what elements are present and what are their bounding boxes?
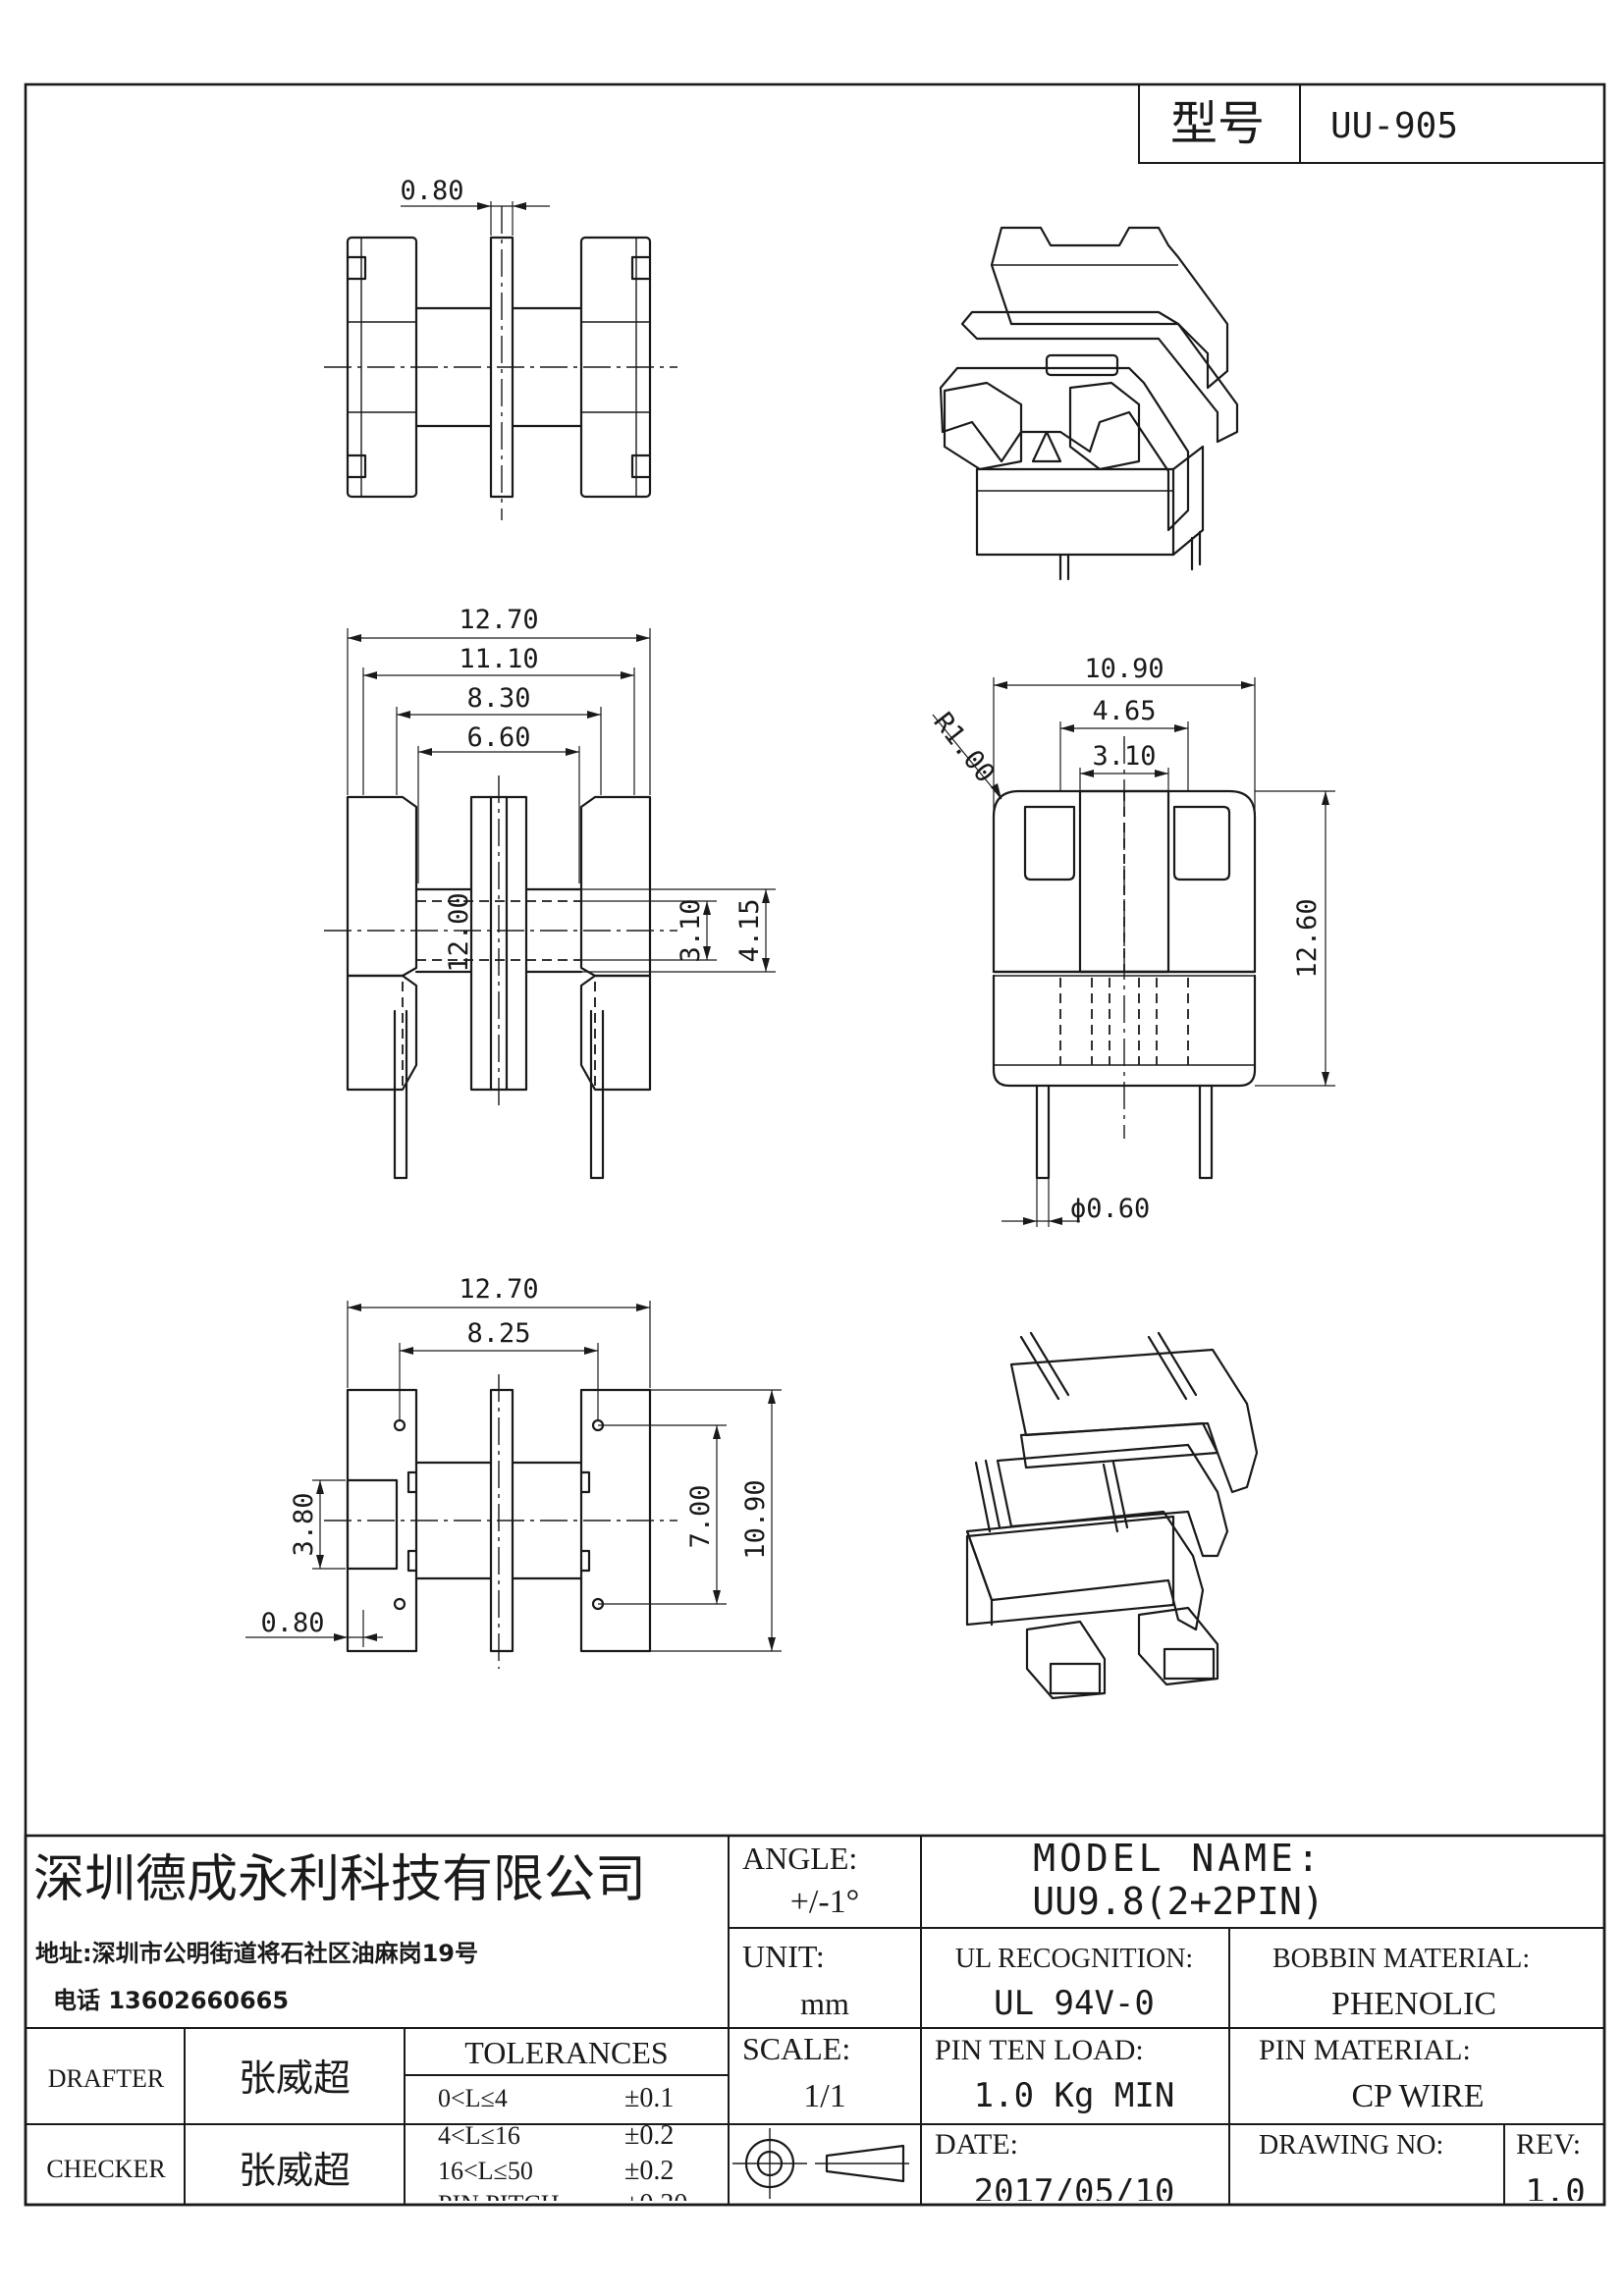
tolerance-value-0: ±0.1 — [624, 2083, 674, 2113]
tolerance-range-1: 4<L≤16 — [438, 2121, 520, 2150]
dim-bottom-3.80: 3.80 — [289, 1492, 319, 1556]
dim-front-3.10: 3.10 — [676, 898, 706, 962]
pin-material-label: PIN MATERIAL: — [1259, 2034, 1471, 2066]
dim-bottom-10.90: 10.90 — [740, 1479, 771, 1559]
pin-load-value: 1.0 Kg MIN — [974, 2076, 1175, 2115]
dim-side-radius: R1.00 — [927, 707, 1000, 788]
bobbin-value: PHENOLIC — [1331, 1986, 1496, 2022]
checker-name: 张威超 — [239, 2149, 351, 2192]
dim-side-3.10: 3.10 — [1092, 741, 1156, 772]
rev-label: REV: — [1516, 2128, 1581, 2161]
dim-side-4.65: 4.65 — [1092, 696, 1156, 726]
dim-front-12.00: 12.00 — [444, 892, 474, 972]
ul-label: UL RECOGNITION: — [955, 1944, 1193, 1974]
drafter-label: DRAFTER — [48, 2064, 165, 2093]
model-name-label: MODEL NAME: — [1033, 1837, 1324, 1880]
scale-value: 1/1 — [803, 2078, 845, 2114]
pin-material-value: CP WIRE — [1351, 2078, 1484, 2114]
model-value: UU-905 — [1330, 106, 1458, 146]
projection-symbol — [732, 2128, 909, 2199]
dim-bottom-0.80: 0.80 — [260, 1608, 324, 1638]
dim-front-4.15: 4.15 — [734, 898, 765, 962]
tolerance-range-2: 16<L≤50 — [438, 2157, 533, 2185]
dim-front-12.70: 12.70 — [459, 605, 538, 635]
unit-value: mm — [800, 1986, 849, 2021]
angle-value: +/-1° — [790, 1884, 860, 1920]
company-phone: 电话 13602660665 — [53, 1987, 289, 2014]
tolerance-range-3: PIN PITCH — [438, 2190, 560, 2218]
dim-top-0.80: 0.80 — [400, 176, 463, 206]
dim-side-pin-dia: ϕ0.60 — [1070, 1194, 1150, 1224]
dim-front-11.10: 11.10 — [459, 644, 538, 674]
dim-front-6.60: 6.60 — [466, 722, 530, 753]
dim-bottom-8.25: 8.25 — [466, 1318, 530, 1349]
tolerance-range-0: 0<L≤4 — [438, 2084, 508, 2112]
iso-view-top — [939, 226, 1239, 581]
checker-label: CHECKER — [46, 2155, 166, 2183]
dim-front-8.30: 8.30 — [466, 683, 530, 714]
side-view: 10.90 4.65 3.10 R1.00 12.60 ϕ0.60 — [927, 654, 1335, 1227]
dim-bottom-12.70: 12.70 — [459, 1274, 538, 1305]
drafter-name: 张威超 — [239, 2056, 351, 2100]
scale-label: SCALE: — [742, 2031, 850, 2066]
rev-value: 1.0 — [1525, 2172, 1585, 2212]
company-name: 深圳德成永利科技有限公司 — [33, 1850, 646, 1909]
dim-bottom-7.00: 7.00 — [685, 1484, 716, 1548]
bobbin-label: BOBBIN MATERIAL: — [1272, 1944, 1530, 1974]
title-block: 深圳德成永利科技有限公司 地址:深圳市公明街道将石社区油麻岗19号 电话 136… — [24, 1834, 1606, 2219]
dim-side-10.90: 10.90 — [1084, 654, 1164, 684]
model-label: 型号 — [1170, 96, 1265, 151]
tolerances-label: TOLERANCES — [464, 2035, 668, 2070]
pin-load-label: PIN TEN LOAD: — [935, 2034, 1144, 2066]
bottom-view: 12.70 8.25 3.80 7.00 10.90 — [245, 1274, 782, 1669]
date-label: DATE: — [935, 2128, 1018, 2161]
front-view: 12.70 11.10 8.30 6.60 3.10 4.15 12. — [324, 605, 776, 1180]
tolerance-value-2: ±0.2 — [624, 2156, 674, 2186]
tolerance-value-3: ±0.30 — [624, 2189, 687, 2219]
model-header: 型号 UU-905 — [1138, 83, 1605, 164]
top-view: 0.80 — [324, 176, 677, 520]
drawing-no-label: DRAWING NO: — [1259, 2130, 1443, 2161]
model-name-value: UU9.8(2+2PIN) — [1032, 1880, 1324, 1923]
tolerance-value-1: ±0.2 — [624, 2120, 674, 2151]
angle-label: ANGLE: — [742, 1841, 857, 1876]
dim-side-12.60: 12.60 — [1292, 898, 1323, 978]
unit-label: UNIT: — [742, 1939, 825, 1974]
company-address: 地址:深圳市公明街道将石社区油麻岗19号 — [35, 1940, 478, 1967]
date-value: 2017/05/10 — [974, 2172, 1175, 2212]
ul-value: UL 94V-0 — [994, 1984, 1155, 2023]
iso-view-bottom — [965, 1331, 1259, 1700]
